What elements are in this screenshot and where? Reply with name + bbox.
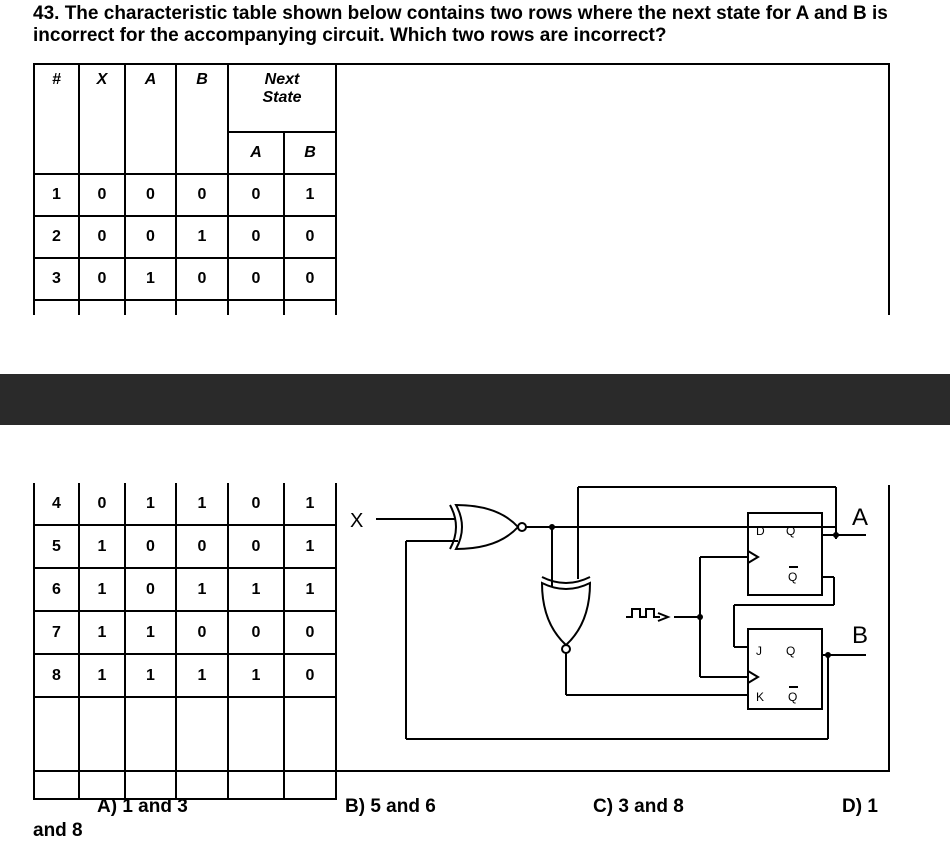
d-flip-flop	[747, 512, 823, 596]
cell-next-b: 1	[283, 173, 337, 217]
cell-x: 0	[78, 173, 126, 217]
cell-next-b: 0	[283, 257, 337, 301]
jk-flip-flop	[747, 628, 823, 710]
cell-next-a: 0	[227, 215, 285, 259]
cell-next-a: 0	[227, 173, 285, 217]
jk-qbar-label: Q	[788, 690, 797, 704]
cell-b: 0	[175, 524, 229, 569]
row-num: 5	[33, 524, 80, 569]
junction-dot	[549, 524, 555, 530]
table-row: 5 1 0 0 0 1	[33, 524, 337, 569]
dark-overlay-band	[0, 374, 950, 425]
cell-x: 0	[78, 483, 126, 526]
circuit-diagram: X A B D Q Q J Q K Q	[350, 486, 868, 740]
table-row: 4 0 1 1 0 1	[33, 483, 337, 526]
dff-d-label: D	[756, 524, 765, 538]
cell-a: 1	[124, 483, 177, 526]
xor-gate-top	[454, 503, 520, 551]
header-next-state: Next State	[227, 63, 337, 133]
cell-x: 1	[78, 524, 126, 569]
cell-b: 0	[175, 610, 229, 655]
choice-d[interactable]: D) 1	[842, 796, 878, 817]
header-x: X	[78, 63, 126, 175]
jk-j-label: J	[756, 644, 762, 658]
cell-a: 1	[124, 257, 177, 301]
row-num: 3	[33, 257, 80, 301]
cell-x: 1	[78, 653, 126, 698]
jk-k-label: K	[756, 690, 764, 704]
table-row: 8 1 1 1 1 0	[33, 653, 337, 698]
cell-next-a: 1	[227, 567, 285, 612]
cell-x: 0	[78, 215, 126, 259]
xor-gate-top-back	[449, 504, 457, 550]
cell-next-a: 1	[227, 653, 285, 698]
jk-q-label: Q	[786, 644, 795, 658]
table-row-stub	[33, 299, 337, 315]
cell-b: 0	[175, 173, 229, 217]
table-frame-top: # X A B Next State A B 1 0 0 0 0 1 2 0 0…	[33, 63, 890, 315]
header-num: #	[33, 63, 80, 175]
xor-gate-vertical	[540, 581, 592, 647]
cell-next-a: 0	[227, 257, 285, 301]
clock-symbol	[626, 608, 660, 618]
question-text: 43. The characteristic table shown below…	[33, 3, 888, 46]
cell-next-b: 0	[283, 215, 337, 259]
header-b: B	[175, 63, 229, 175]
choice-d-wrap: and 8	[33, 820, 83, 841]
row-num: 1	[33, 173, 80, 217]
junction-dot	[825, 652, 831, 658]
characteristic-table-top: # X A B Next State A B 1 0 0 0 0 1 2 0 0…	[33, 63, 337, 315]
header-a: A	[124, 63, 177, 175]
row-num: 8	[33, 653, 80, 698]
cell-a: 1	[124, 610, 177, 655]
header-next-a: A	[227, 131, 285, 175]
junction-dot	[697, 614, 703, 620]
cell-a: 0	[124, 215, 177, 259]
cell-next-b: 0	[283, 653, 337, 698]
cell-a: 0	[124, 173, 177, 217]
cell-next-a: 0	[227, 483, 285, 526]
label-input-x: X	[350, 510, 363, 532]
cell-b: 0	[175, 257, 229, 301]
row-num: 7	[33, 610, 80, 655]
row-num: 2	[33, 215, 80, 259]
table-row: 3 0 1 0 0 0	[33, 257, 337, 301]
cell-b: 1	[175, 483, 229, 526]
cell-a: 1	[124, 653, 177, 698]
header-next-b: B	[283, 131, 337, 175]
row-num: 6	[33, 567, 80, 612]
cell-b: 1	[175, 567, 229, 612]
cell-b: 1	[175, 653, 229, 698]
cell-a: 0	[124, 567, 177, 612]
table-row: 6 1 0 1 1 1	[33, 567, 337, 612]
cell-next-b: 0	[283, 610, 337, 655]
cell-next-a: 0	[227, 524, 285, 569]
cell-x: 1	[78, 610, 126, 655]
cell-b: 1	[175, 215, 229, 259]
cell-next-b: 1	[283, 567, 337, 612]
label-output-a: A	[852, 504, 868, 531]
choice-a[interactable]: A) 1 and 3	[97, 796, 188, 817]
dff-qbar-label: Q	[788, 570, 797, 584]
cell-a: 0	[124, 524, 177, 569]
choice-c[interactable]: C) 3 and 8	[593, 796, 684, 817]
table-row-empty	[33, 696, 337, 800]
cell-next-b: 1	[283, 483, 337, 526]
table-row: 7 1 1 0 0 0	[33, 610, 337, 655]
cell-next-a: 0	[227, 610, 285, 655]
junction-dot	[833, 532, 839, 538]
table-frame-bottom: 4 0 1 1 0 1 5 1 0 0 0 1 6 1 0 1 1 1 7 1 …	[33, 483, 890, 800]
cell-x: 0	[78, 257, 126, 301]
label-output-b: B	[852, 622, 868, 649]
table-row: 1 0 0 0 0 1	[33, 173, 337, 217]
cell-next-b: 1	[283, 524, 337, 569]
xor-gate-vertical-back	[541, 576, 591, 584]
header-next-state-label: Next State	[262, 71, 302, 106]
characteristic-table-bottom: 4 0 1 1 0 1 5 1 0 0 0 1 6 1 0 1 1 1 7 1 …	[33, 483, 337, 800]
cell-x: 1	[78, 567, 126, 612]
table-row: 2 0 0 1 0 0	[33, 215, 337, 259]
choice-b[interactable]: B) 5 and 6	[345, 796, 436, 817]
dff-q-label: Q	[786, 524, 795, 538]
row-num: 4	[33, 483, 80, 526]
